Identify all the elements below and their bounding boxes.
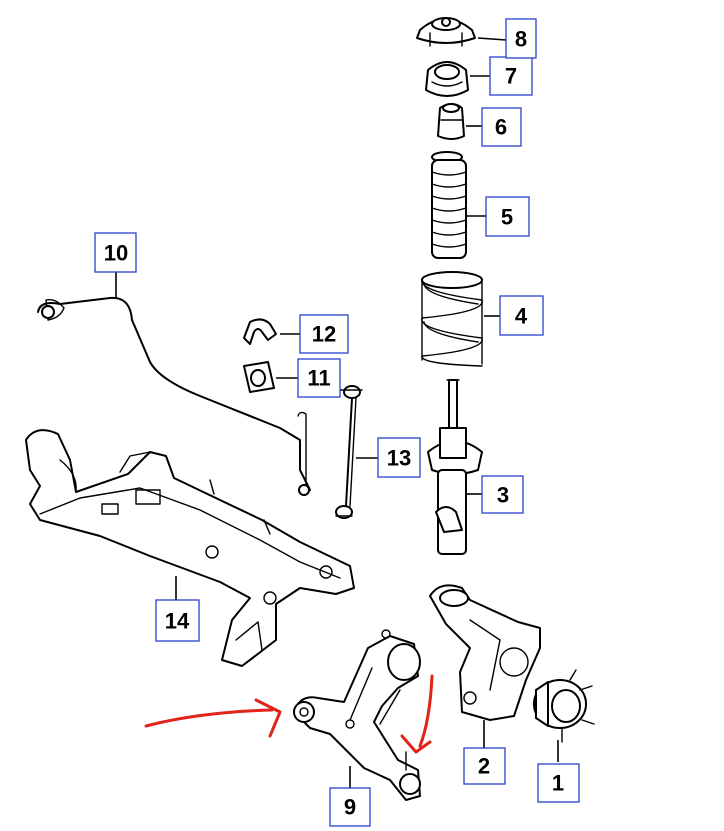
callout-3-label: 3	[497, 483, 509, 508]
front-subframe	[25, 429, 355, 667]
callout-5-label: 5	[501, 205, 513, 230]
callout-4-label: 4	[515, 304, 528, 329]
callout-8-label: 8	[515, 27, 527, 52]
callout-10: 10	[94, 232, 137, 273]
red-arrow-left	[144, 698, 282, 738]
leader-lines	[115, 37, 559, 788]
callout-7: 7	[489, 56, 533, 96]
callout-14: 14	[155, 599, 200, 642]
strut-top-mount	[416, 17, 476, 47]
bump-stop	[437, 103, 465, 140]
callout-6-label: 6	[495, 115, 507, 140]
spring-upper-insulator	[425, 61, 469, 97]
callout-4: 4	[499, 295, 544, 336]
strut-shock-absorber	[427, 379, 483, 555]
callout-6: 6	[481, 107, 522, 147]
callout-9-label: 9	[344, 795, 356, 820]
steering-knuckle	[429, 584, 541, 721]
callout-3: 3	[481, 475, 524, 514]
callout-11-label: 11	[307, 366, 330, 391]
callout-13-label: 13	[387, 446, 411, 471]
wheel-hub-bearing	[533, 669, 595, 743]
stabilizer-bushing-clamp	[243, 318, 277, 345]
callout-11: 11	[297, 358, 341, 398]
callout-5: 5	[485, 196, 530, 237]
callout-8: 8	[505, 18, 537, 59]
lower-control-arm	[293, 629, 421, 801]
callout-7-label: 7	[505, 64, 517, 89]
callout-12-label: 12	[312, 322, 336, 347]
callout-12: 12	[299, 314, 349, 354]
coil-spring	[421, 271, 483, 367]
stabilizer-bushing	[243, 361, 275, 393]
callout-1-label: 1	[552, 771, 564, 796]
callout-13: 13	[377, 437, 421, 478]
callout-9: 9	[329, 787, 371, 827]
callout-10-label: 10	[104, 241, 128, 266]
callout-2-label: 2	[478, 754, 490, 779]
callout-2: 2	[463, 747, 506, 785]
callout-14-label: 14	[165, 609, 190, 634]
stabilizer-link	[335, 385, 363, 519]
stabilizer-bar	[37, 296, 311, 496]
callout-1: 1	[537, 763, 580, 803]
red-arrow-right	[400, 674, 434, 754]
dust-boot	[431, 151, 467, 259]
